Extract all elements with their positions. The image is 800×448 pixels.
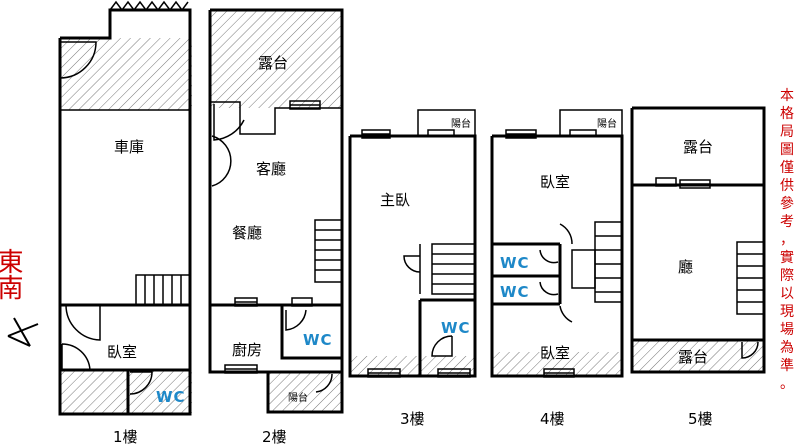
- svg-text:準: 準: [780, 358, 794, 374]
- direction-arrow-icon: [7, 317, 39, 347]
- room-label-bedroom-1: 臥室: [107, 343, 137, 361]
- room-label-bedroom-4b: 臥室: [540, 344, 570, 362]
- room-label-wc-3: WC: [441, 319, 471, 337]
- svg-text:圖: 圖: [780, 142, 794, 158]
- room-label-living-2: 客廳: [256, 160, 286, 178]
- svg-text:格: 格: [780, 106, 794, 122]
- svg-text:實: 實: [780, 249, 794, 266]
- svg-text:供: 供: [780, 178, 794, 194]
- disclaimer-note: 本 格 局 圖 僅 供 參 考 ， 實 際 以 現 場 為 準 。: [780, 88, 794, 392]
- floor-label-2: 2樓: [262, 428, 287, 446]
- room-label-terrace-2: 露台: [258, 54, 288, 72]
- floor-label-5: 5樓: [688, 410, 713, 428]
- floor-label-3: 3樓: [400, 410, 425, 428]
- room-label-master-3: 主臥: [380, 191, 410, 209]
- floor-4: 臥室 陽台 WC WC 臥室 4樓: [490, 109, 624, 428]
- floor-5: 露台 廳 露台 5樓: [630, 106, 766, 428]
- svg-text:為: 為: [780, 340, 794, 356]
- direction-label: 東南: [0, 248, 23, 300]
- svg-text:考: 考: [780, 214, 794, 230]
- room-label-wc-4a: WC: [500, 254, 530, 272]
- room-label-bedroom-4a: 臥室: [540, 173, 570, 191]
- svg-text:本: 本: [780, 88, 794, 104]
- floor-label-4: 4樓: [540, 410, 565, 428]
- svg-text:僅: 僅: [780, 160, 794, 176]
- room-label-balcony-3: 陽台: [451, 117, 471, 130]
- floor-label-1: 1樓: [113, 428, 138, 446]
- svg-text:參: 參: [780, 196, 794, 212]
- room-label-wc-4b: WC: [500, 283, 530, 301]
- room-label-hall-5: 廳: [678, 258, 693, 276]
- floor-3: 主臥 陽台 WC 3樓: [348, 109, 477, 428]
- svg-text:際: 際: [780, 268, 794, 284]
- svg-text:。: 。: [780, 376, 794, 392]
- room-label-wc-2: WC: [303, 331, 333, 349]
- room-label-terrace-5b: 露台: [678, 348, 708, 366]
- room-label-balcony-2: 陽台: [288, 391, 308, 404]
- room-label-kitchen-2: 廚房: [232, 341, 262, 359]
- svg-text:局: 局: [780, 124, 794, 140]
- svg-text:，: ，: [780, 232, 794, 248]
- room-label-wc-1: WC: [156, 388, 186, 406]
- svg-text:以: 以: [780, 286, 794, 302]
- room-label-terrace-5a: 露台: [683, 138, 713, 156]
- floor-2: 露台 客廳 餐廳 廚房 WC 陽台 2樓: [208, 8, 344, 446]
- floor-1: 車庫 臥室 WC 1樓: [58, 0, 192, 446]
- room-label-garage: 車庫: [114, 138, 144, 156]
- svg-text:現: 現: [780, 304, 794, 320]
- room-label-balcony-4: 陽台: [597, 117, 617, 130]
- room-label-dining-2: 餐廳: [232, 224, 262, 242]
- svg-text:場: 場: [780, 322, 794, 338]
